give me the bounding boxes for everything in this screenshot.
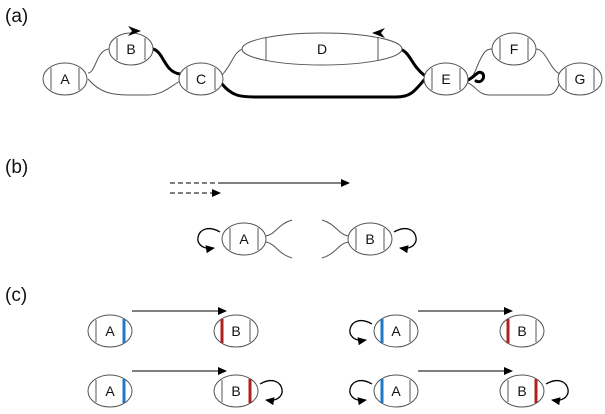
node-label: B bbox=[231, 323, 240, 339]
node-label: B bbox=[231, 383, 240, 399]
panel-c: (c) A B A B bbox=[5, 285, 569, 408]
node-label: B bbox=[126, 41, 135, 57]
node-c-A: A bbox=[373, 374, 419, 408]
node-c-A: A bbox=[87, 314, 133, 348]
bold-d-e bbox=[398, 47, 426, 77]
bold-c-e bbox=[220, 78, 426, 99]
node-label: F bbox=[510, 41, 519, 57]
node-label: E bbox=[441, 71, 450, 87]
node-a-B: B bbox=[108, 32, 154, 66]
node-label: A bbox=[60, 71, 70, 87]
node-label: A bbox=[105, 323, 115, 339]
node-c-B: B bbox=[213, 374, 259, 408]
node-c-A: A bbox=[87, 374, 133, 408]
self-loop-icon bbox=[349, 320, 373, 346]
node-a-F: F bbox=[491, 32, 537, 66]
node-label: B bbox=[517, 323, 526, 339]
read-arrows bbox=[170, 179, 350, 197]
edge-a-b bbox=[87, 48, 111, 74]
edge-e-f bbox=[467, 48, 493, 80]
self-loop-icon bbox=[545, 380, 569, 406]
dangling-edges bbox=[265, 219, 349, 259]
node-c-B: B bbox=[213, 314, 259, 348]
node-c-A: A bbox=[373, 314, 419, 348]
node-a-C: C bbox=[178, 62, 224, 96]
arrowhead-icon bbox=[372, 28, 385, 38]
node-b-B: B bbox=[347, 222, 393, 256]
node-label: A bbox=[391, 383, 401, 399]
node-c-B: B bbox=[499, 314, 545, 348]
node-label: C bbox=[196, 71, 206, 87]
node-label: A bbox=[239, 231, 249, 247]
panel-a-label: (a) bbox=[5, 6, 28, 27]
node-c-B: B bbox=[499, 374, 545, 408]
node-b-A: A bbox=[221, 222, 267, 256]
self-loop-icon bbox=[349, 380, 373, 406]
self-loop-icon bbox=[259, 380, 283, 406]
self-loop-icon bbox=[393, 228, 417, 254]
arrowhead-icon bbox=[128, 26, 141, 36]
node-label: A bbox=[391, 323, 401, 339]
node-label: B bbox=[517, 383, 526, 399]
node-a-E: E bbox=[423, 62, 469, 96]
node-a-A: A bbox=[42, 62, 88, 96]
node-a-G: G bbox=[557, 62, 603, 96]
panel-c-label: (c) bbox=[5, 285, 27, 306]
edge-a-c bbox=[87, 78, 181, 96]
edge-f-g bbox=[535, 48, 561, 75]
bold-path bbox=[151, 47, 486, 99]
edge-e-g bbox=[467, 79, 562, 96]
panel-b-label: (b) bbox=[5, 157, 28, 178]
edge-c-d bbox=[221, 48, 245, 76]
node-label: B bbox=[365, 231, 374, 247]
node-a-D: D bbox=[241, 32, 403, 66]
bold-e-loop bbox=[466, 70, 486, 84]
self-loop-icon bbox=[197, 228, 221, 254]
node-label: D bbox=[317, 41, 327, 57]
panel-a: (a) A bbox=[5, 6, 603, 99]
node-label: G bbox=[575, 71, 586, 87]
bold-b-c bbox=[151, 47, 182, 76]
panel-b: (b) A B bbox=[5, 157, 417, 259]
node-label: A bbox=[105, 383, 115, 399]
